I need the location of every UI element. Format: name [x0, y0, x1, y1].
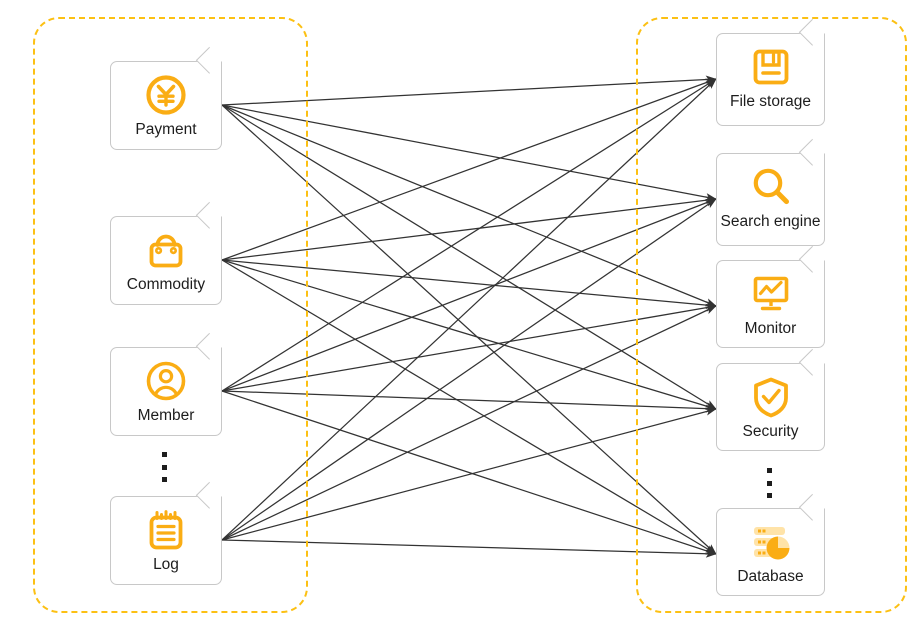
node-card-log[interactable]: Log — [110, 481, 223, 585]
right-dashed-group — [636, 17, 907, 613]
floppy-disk-icon-wrap — [747, 34, 795, 91]
left-more-nodes-ellipsis — [161, 452, 167, 482]
yen-coin-icon-wrap — [142, 62, 190, 119]
node-label-security: Security — [742, 423, 799, 440]
shopping-bag-icon-wrap — [142, 217, 190, 274]
node-label-file-storage: File storage — [730, 93, 811, 110]
monitor-chart-icon — [753, 276, 788, 311]
floppy-disk-icon — [753, 49, 788, 85]
node-label-member: Member — [137, 407, 195, 424]
node-card-member[interactable]: Member — [110, 332, 223, 436]
monitor-chart-icon-wrap — [747, 261, 795, 318]
user-circle-icon-wrap — [142, 348, 190, 405]
node-card-commodity[interactable]: Commodity — [110, 201, 223, 305]
ellipsis-dot — [766, 468, 772, 473]
database-pie-icon — [753, 527, 789, 560]
yen-coin-icon — [146, 75, 186, 115]
node-card-file-storage[interactable]: File storage — [716, 18, 826, 126]
node-label-payment: Payment — [135, 121, 197, 138]
ellipsis-dot — [766, 480, 772, 486]
node-label-commodity: Commodity — [126, 276, 206, 293]
notepad-icon-wrap — [142, 497, 190, 554]
node-card-monitor[interactable]: Monitor — [716, 245, 826, 348]
magnifier-icon-wrap — [747, 154, 795, 211]
node-card-search-engine[interactable]: Search engine — [716, 138, 826, 246]
node-label-log: Log — [153, 556, 179, 573]
ellipsis-dot — [161, 477, 167, 482]
right-more-nodes-ellipsis — [766, 468, 772, 498]
node-card-payment[interactable]: Payment — [110, 46, 223, 150]
shopping-bag-icon — [149, 234, 183, 268]
node-card-security[interactable]: Security — [716, 348, 826, 451]
shield-check-icon-wrap — [747, 364, 795, 421]
node-card-database[interactable]: Database — [716, 493, 826, 596]
node-label-database: Database — [737, 568, 804, 585]
node-label-search-engine: Search engine — [720, 213, 821, 230]
database-pie-icon-wrap — [747, 509, 795, 566]
node-label-monitor: Monitor — [744, 320, 797, 337]
notepad-icon — [149, 510, 183, 550]
ellipsis-dot — [161, 464, 167, 470]
ellipsis-dot — [161, 452, 167, 457]
left-dashed-group — [33, 17, 308, 613]
user-circle-icon — [146, 361, 186, 401]
magnifier-icon — [753, 168, 789, 205]
ellipsis-dot — [766, 493, 772, 498]
shield-check-icon — [753, 377, 788, 418]
